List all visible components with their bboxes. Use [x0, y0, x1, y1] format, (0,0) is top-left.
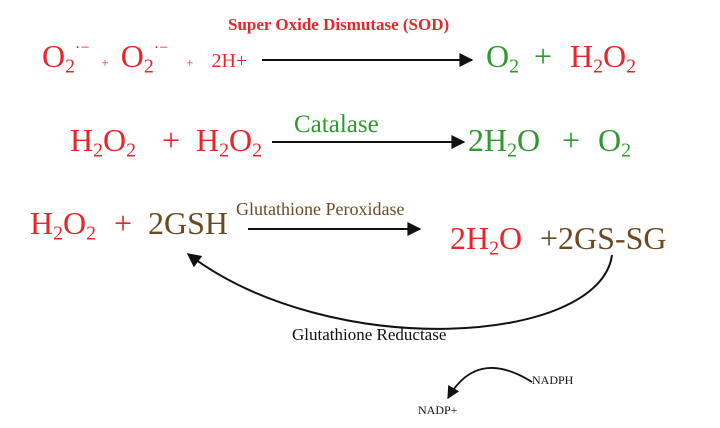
plus-sign: + [101, 55, 109, 70]
reaction3-product-gssg: +2GS-SG [540, 220, 667, 256]
reaction2-product-oxygen: O2 [598, 122, 632, 162]
superoxide-1: O2·− [42, 38, 90, 78]
glutathione-reductase-label: Glutathione Reductase [292, 325, 447, 344]
reaction2-reactant-b: H2O2 [196, 122, 263, 162]
nadp-plus-label: NADP+ [418, 403, 458, 417]
reaction3-product-water: 2H2O [450, 220, 523, 260]
reaction3-plus: + [114, 205, 133, 241]
reaction2-reactant-a: H2O2 [70, 122, 137, 162]
reaction1-product-hydrogen-peroxide: H2O2 [570, 38, 637, 78]
reaction2-enzyme-label: Catalase [294, 111, 379, 138]
reaction3-reactant-peroxide: H2O2 [30, 205, 97, 245]
plus-sign: + [186, 55, 194, 70]
nadph-cofactor-arrow [447, 367, 533, 400]
reaction1-reactants: O2·− + O2·− + 2H+ [42, 40, 247, 77]
reaction1-enzyme-label: Super Oxide Dismutase (SOD) [228, 15, 450, 34]
reaction3-enzyme-label: Glutathione Peroxidase [236, 199, 405, 219]
protons: 2H+ [211, 50, 248, 72]
nadph-label: NADPH [532, 373, 574, 387]
reaction2-plus: + [162, 122, 181, 158]
reaction2-product-plus: + [562, 122, 581, 158]
superoxide-2: O2·− [120, 38, 169, 78]
reaction1-product-oxygen: O2 [486, 38, 520, 78]
reaction2-product-water: 2H2O [468, 122, 541, 162]
glutathione-reductase-cycle-arrow [186, 253, 613, 330]
reaction3-reactant-gsh: 2GSH [148, 205, 229, 241]
reaction1-plus: + [534, 38, 553, 74]
